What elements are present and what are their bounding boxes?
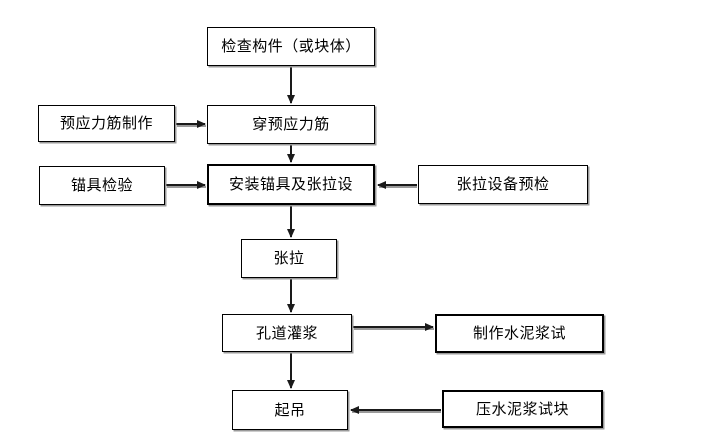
node-inspect-component[interactable]: 检查构件（或块体） (207, 27, 375, 66)
node-label: 起吊 (274, 401, 306, 419)
edge-grouting-to-make-sample (353, 323, 434, 331)
node-install-anchorage-and-jack[interactable]: 安装锚具及张拉设 (207, 164, 375, 205)
node-anchorage-inspection[interactable]: 锚具检验 (39, 166, 165, 205)
edge-make-tendon-to-thread (176, 120, 206, 128)
node-label: 检查构件（或块体） (221, 38, 361, 55)
edge-equip-check-to-install (377, 181, 417, 189)
node-label: 压水泥浆试块 (475, 400, 569, 418)
node-label: 张拉设备预检 (456, 176, 550, 193)
node-tensioning[interactable]: 张拉 (241, 239, 337, 278)
node-label: 穿预应力筋 (252, 116, 330, 133)
node-press-cement-grout-block[interactable]: 压水泥浆试块 (442, 390, 603, 428)
node-lifting[interactable]: 起吊 (232, 390, 348, 430)
node-duct-grouting[interactable]: 孔道灌浆 (222, 314, 352, 352)
node-tensioning-equipment-precheck[interactable]: 张拉设备预检 (418, 165, 588, 204)
edge-press-sample-to-lift (350, 406, 441, 414)
node-label: 预应力筋制作 (59, 115, 153, 132)
node-label: 制作水泥浆试 (472, 325, 566, 342)
node-thread-tendon[interactable]: 穿预应力筋 (207, 105, 375, 144)
node-label: 锚具检验 (70, 177, 133, 194)
node-label: 安装锚具及张拉设 (228, 176, 353, 193)
node-label: 孔道灌浆 (255, 324, 318, 342)
edge-anchor-test-to-install (166, 181, 206, 189)
node-make-cement-grout-specimen[interactable]: 制作水泥浆试 (435, 314, 604, 353)
node-make-prestressed-tendon[interactable]: 预应力筋制作 (38, 105, 175, 142)
node-label: 张拉 (273, 250, 305, 267)
